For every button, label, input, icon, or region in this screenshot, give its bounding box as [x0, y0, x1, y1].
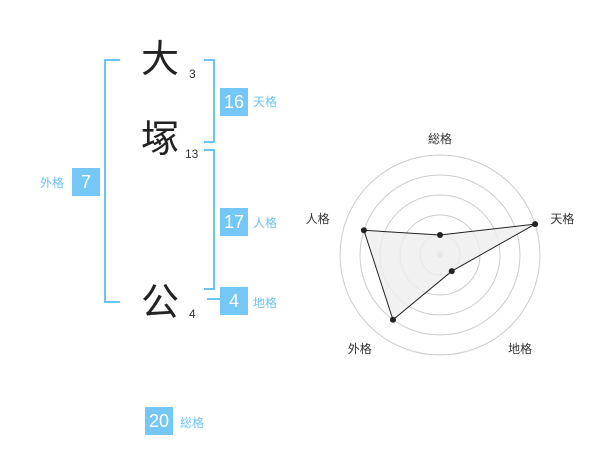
radar-grid [339, 154, 541, 356]
name-char-3: 公 [141, 280, 180, 324]
tenkaku-value: 16 [220, 88, 248, 116]
tenkaku-label: 天格 [253, 95, 278, 109]
name-char-1-strokes: 3 [189, 67, 196, 81]
radar-point [448, 268, 455, 275]
gaikaku-value: 7 [72, 168, 100, 196]
chikaku-value: 4 [220, 287, 248, 315]
soukaku-label: 総格 [180, 416, 205, 430]
radar-ring [339, 154, 541, 356]
radar-point [532, 221, 539, 228]
chikaku-label: 地格 [253, 296, 278, 310]
radar-point [360, 227, 367, 234]
jinkaku-bracket [204, 149, 215, 290]
name-char-1: 大 [141, 37, 180, 81]
gaikaku-bracket [104, 59, 120, 303]
name-char-3-strokes: 4 [189, 307, 196, 321]
jinkaku-label: 人格 [253, 216, 278, 230]
radar-axis-label: 地格 [508, 341, 532, 356]
jinkaku-value: 17 [220, 208, 248, 236]
name-char-2: 塚 [141, 117, 180, 161]
radar-point [389, 316, 396, 323]
radar-ring [359, 174, 521, 336]
radar-shape [360, 221, 539, 323]
radar-axis-label: 外格 [348, 341, 372, 356]
radar-axis-label: 人格 [306, 211, 330, 226]
chikaku-connector [207, 298, 220, 300]
name-char-2-strokes: 13 [185, 147, 199, 161]
radar-axis-label: 天格 [550, 211, 574, 226]
radar-point [437, 232, 443, 238]
radar-axis-label: 総格 [428, 131, 452, 146]
tenkaku-bracket [204, 59, 215, 143]
soukaku-value: 20 [145, 407, 173, 435]
gaikaku-label: 外格 [40, 176, 65, 190]
